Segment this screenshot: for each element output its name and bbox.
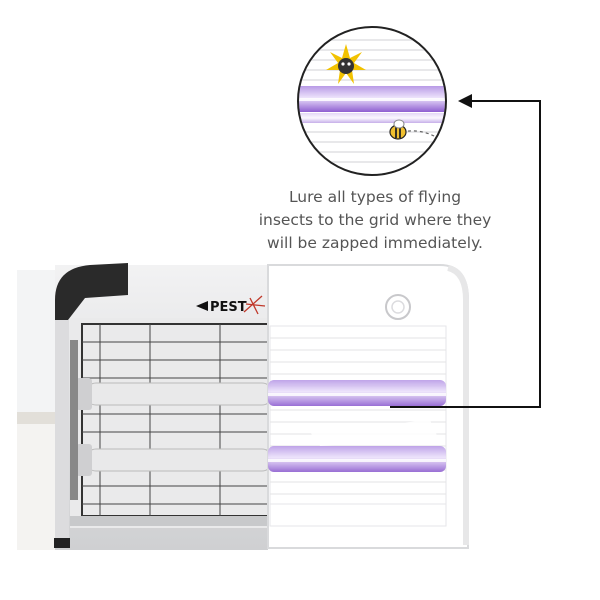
caption-text: Lure all types of flying insects to the …	[240, 186, 510, 255]
mosquito-logo-icon	[243, 295, 266, 315]
end-cap	[55, 263, 128, 322]
zapped-insect-icon	[326, 44, 366, 84]
bug-zapper-photo: PEST	[54, 263, 268, 550]
uv-grid-illustration	[267, 264, 469, 549]
caption-line: Lure all types of flying	[288, 188, 462, 206]
bee-icon	[389, 119, 439, 140]
caption-line: insects to the grid where they	[258, 211, 492, 229]
room-background	[17, 270, 59, 550]
arrow-left-icon	[196, 301, 208, 311]
magnifier-circle	[297, 26, 447, 176]
arrowhead-icon	[458, 94, 472, 108]
pointer-arrow	[390, 100, 541, 408]
brand-label: PEST	[210, 300, 247, 315]
caption-line: will be zapped immediately.	[267, 234, 483, 252]
power-switch-icon	[385, 294, 411, 320]
